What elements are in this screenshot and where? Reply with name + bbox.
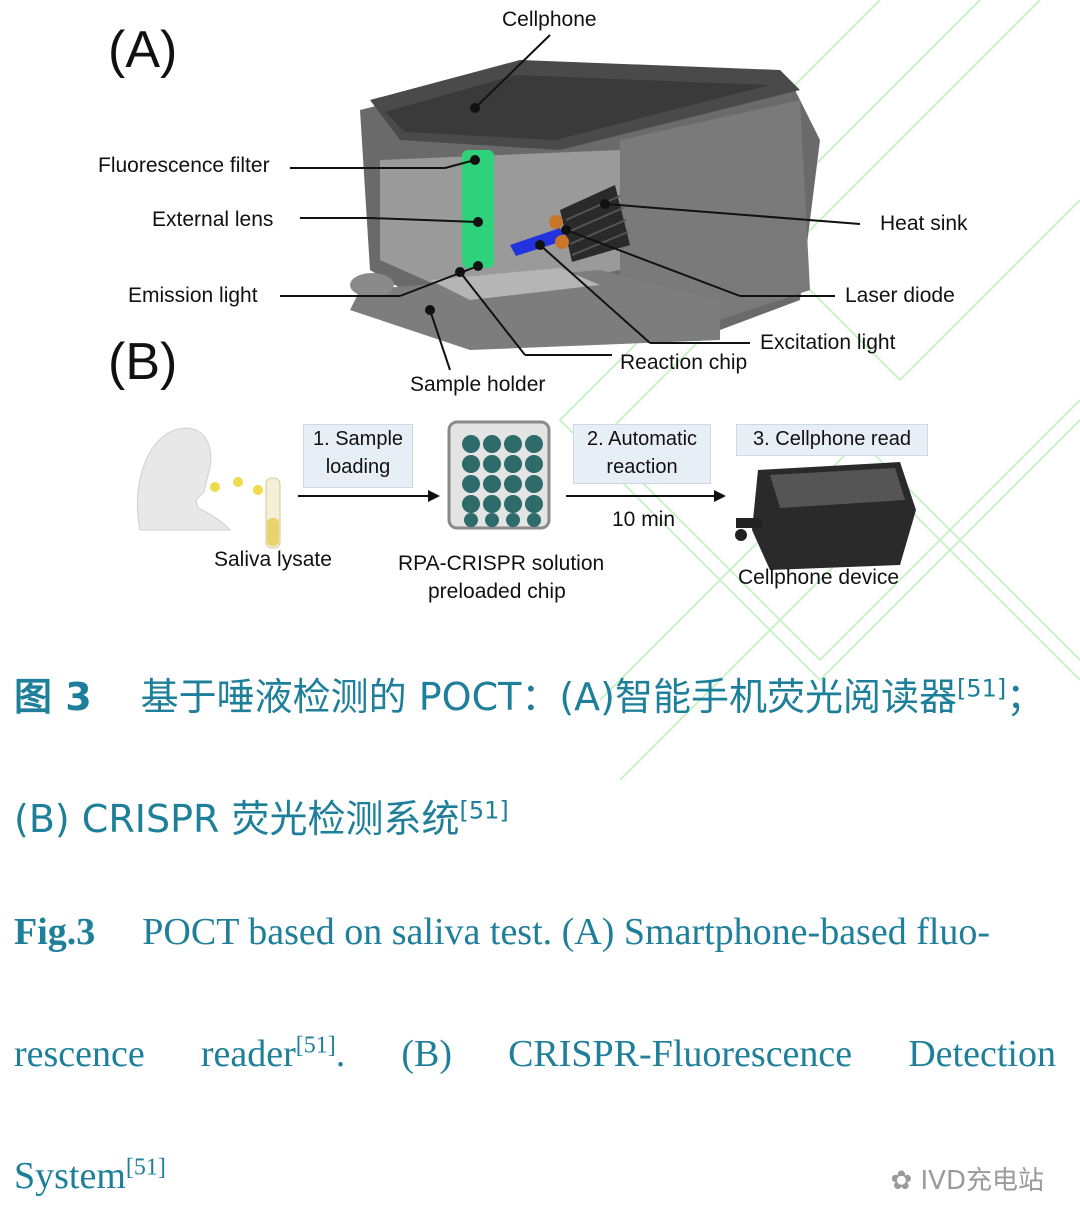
emission-light-beam [462,150,494,268]
caption-en-word2-text: reader [200,1033,296,1075]
caption-zh-ref2: [51] [459,796,509,825]
label-excitation-light: Excitation light [760,331,896,354]
step2-line2: reaction [606,456,678,478]
label-sample-holder: Sample holder [410,373,546,396]
step1-line2: loading [325,456,391,478]
step2-line1: 2. Automatic [586,428,698,450]
caption-en-ref3: [51] [125,1154,166,1181]
figure-3: (A) (B) Cellphone Fluorescence filter Ex… [98,0,1080,781]
panel-a-tag: (A) [108,21,178,79]
reader-device-illustration [280,34,861,371]
label-laser-diode: Laser diode [845,284,955,307]
caption-zh-text1: 基于唾液检测的 POCT：(A)智能手机荧光阅读器 [140,675,957,719]
label-heat-sink: Heat sink [880,212,968,235]
caption-zh-line1: 图 3 基于唾液检测的 POCT：(A)智能手机荧光阅读器[51]； [14,666,1056,721]
step1-box: 1. Sample loading [303,424,413,488]
step3-box: 3. Cellphone read [736,424,928,456]
label-time: 10 min [612,508,676,531]
caption-en-word4: CRISPR-Fluorescence [508,1033,853,1075]
label-emission-light: Emission light [128,284,258,307]
caption-en-ref2: [51] [295,1032,336,1059]
caption-zh-sep: ； [1006,675,1045,719]
caption-en-line1: Fig.3 POCT based on saliva test. (A) Sma… [14,910,1056,954]
caption-en-line3: System[51] [14,1154,1056,1198]
caption-en-text1: POCT based on saliva test. (A) Smartphon… [142,911,991,953]
caption-en-text3: System [14,1155,126,1197]
caption-en-word2: reader[51]. [201,1032,345,1076]
label-chip-line2: preloaded chip [428,580,566,603]
laser-diode-icon [549,215,563,229]
step3-text: 3. Cellphone read [753,428,911,450]
caption-en-word1: rescence [14,1033,145,1075]
caption-zh-text2: (B) CRISPR 荧光检测系统 [14,797,460,841]
workflow-illustration [136,420,916,570]
label-cellphone: Cellphone [502,8,597,31]
caption-en-line2: rescence reader[51]. (B) CRISPR-Fluoresc… [14,1032,1056,1076]
caption-zh-label: 图 3 [14,675,92,719]
label-reaction-chip: Reaction chip [620,351,748,374]
label-fluorescence-filter: Fluorescence filter [98,154,270,177]
watermark-text: IVD充电站 [920,1166,1044,1196]
caption-en-period: . [335,1033,346,1075]
step2-box: 2. Automatic reaction [573,424,711,484]
label-chip-line1: RPA-CRISPR solution [398,552,605,575]
caption-en-label: Fig.3 [14,911,96,953]
knob-icon [350,273,394,297]
panel-b-tag: (B) [108,333,178,391]
caption-en-word5: Detection [908,1033,1056,1075]
person-icon [136,427,232,531]
caption-zh-line2: (B) CRISPR 荧光检测系统[51] [14,788,1056,843]
wechat-icon: ✿ [890,1166,913,1196]
caption-en-word3: (B) [401,1033,452,1075]
label-device: Cellphone device [738,566,900,589]
step1-line1: 1. Sample [312,428,404,450]
label-saliva: Saliva lysate [214,548,332,571]
watermark: ✿ IVD充电站 [890,1160,1044,1197]
caption-zh-ref1: [51] [956,674,1007,703]
label-external-lens: External lens [152,208,274,231]
